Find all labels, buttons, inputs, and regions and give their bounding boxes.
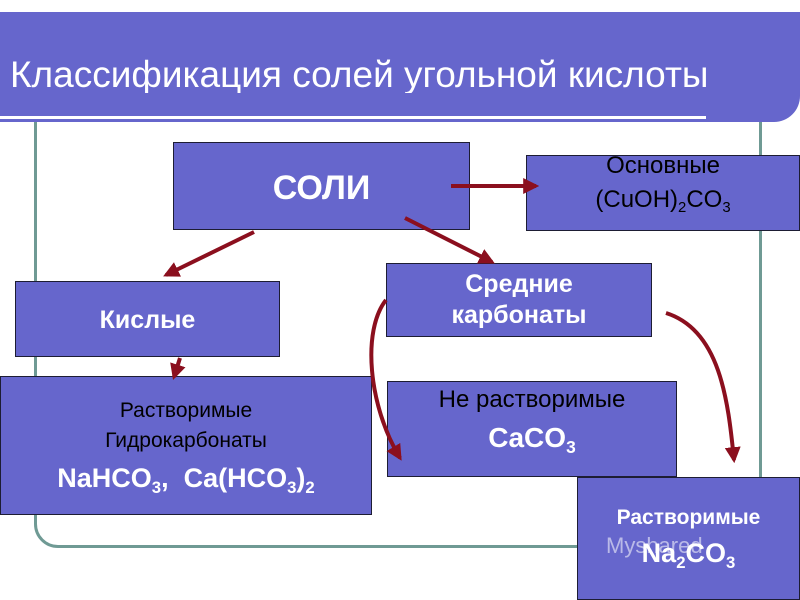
arrow-soli-to-srednie xyxy=(404,216,495,264)
box-srednie-line2: карбонаты xyxy=(451,301,587,329)
arrow-srednie-to-rastvor xyxy=(665,311,741,464)
box-srednie: Средние карбонаты xyxy=(386,263,652,337)
title-bar: Классификация солей угольной кислоты xyxy=(0,12,800,122)
box-soli-label: СОЛИ xyxy=(272,169,371,207)
box-nerastvor-formula: CaCO3 xyxy=(488,422,576,458)
arrow-kislye-to-gidro xyxy=(170,357,186,381)
box-srednie-line1: Средние xyxy=(465,270,573,298)
arrow-srednie-to-nerastvor xyxy=(369,298,402,461)
box-osnovnye-label: Основные xyxy=(606,152,720,179)
box-osnovnye-formula: (CuOH)2CO3 xyxy=(595,186,731,217)
arrow-soli-to-kislye xyxy=(163,230,255,277)
box-kislye: Кислые xyxy=(15,281,280,357)
box-gidro-formula: NaHCO3, Ca(HCO3)2 xyxy=(57,463,315,497)
box-osnovnye: Основные (CuOH)2CO3 xyxy=(526,152,800,231)
box-nerastvor-label: Не растворимые xyxy=(438,386,626,413)
box-rastvorimye: Растворимые Na2CO3 xyxy=(577,477,800,600)
box-kislye-label: Кислые xyxy=(99,306,196,334)
box-gidro-line2: Гидрокарбонаты xyxy=(105,429,267,452)
box-gidro-line1: Растворимые xyxy=(119,399,253,422)
watermark: Myshared xyxy=(606,533,703,558)
box-rastvor-formula: Na2CO3 xyxy=(641,538,736,572)
box-gidrokarbonaty: Растворимые Гидрокарбонаты NaHCO3, Ca(HC… xyxy=(0,376,372,515)
title-underline xyxy=(0,116,706,119)
box-nerastvorimye: Не растворимые CaCO3 xyxy=(387,381,677,477)
box-rastvor-label: Растворимые xyxy=(616,506,761,529)
page-title: Классификация солей угольной кислоты xyxy=(10,56,709,93)
